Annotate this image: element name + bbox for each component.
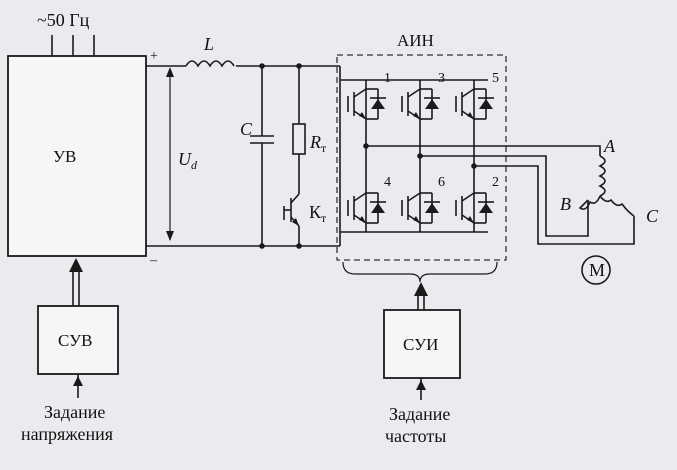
resistor-label: Rт	[309, 132, 327, 155]
voltage-setpoint-line2: напряжения	[21, 424, 113, 444]
inverter-control-label: СУИ	[403, 335, 438, 354]
rectifier-block: УВ	[7, 55, 147, 257]
capacitor-C: C	[240, 63, 274, 249]
motor: M	[581, 255, 611, 285]
capacitor-label: C	[240, 119, 253, 139]
igbt-switch: 2	[455, 175, 499, 224]
switch-number: 6	[438, 175, 445, 190]
igbt-switch: 1	[347, 71, 391, 120]
bus-plus-sign: +	[150, 49, 158, 64]
inductor-label: L	[203, 34, 214, 54]
supply-label: ~50 Гц	[37, 10, 90, 30]
bus-minus-sign: –	[149, 253, 158, 268]
motor-windings: A B C	[560, 136, 659, 226]
dc-voltage-indicator: Ud	[166, 67, 198, 241]
switch-number: 4	[384, 175, 391, 190]
inverter-label: АИН	[397, 31, 434, 50]
switch-number: 5	[492, 71, 499, 86]
phase-label-a: A	[603, 136, 616, 156]
frequency-setpoint-line2: частоты	[385, 426, 446, 446]
inverter-brace	[342, 261, 498, 283]
switch-number: 2	[492, 175, 499, 190]
motor-feed	[366, 145, 635, 245]
phase-label-c: C	[646, 206, 659, 226]
inverter-block: АИН	[336, 31, 507, 261]
igbt-switch: 4	[347, 175, 391, 224]
voltage-setpoint-line1: Задание	[44, 402, 105, 422]
switch-number: 1	[384, 71, 391, 86]
brake-chopper: Rт Кт	[283, 63, 327, 249]
inverter-switches: 1 3 5 4 6 2	[347, 71, 499, 224]
igbt-switch: 3	[401, 71, 445, 120]
dc-bus: + –	[146, 49, 340, 268]
rectifier-label: УВ	[53, 147, 76, 166]
inverter-control: СУИ Задание частоты	[383, 282, 461, 446]
rectifier-control-label: СУВ	[58, 331, 93, 350]
phase-label-b: B	[560, 194, 571, 214]
supply-input: ~50 Гц	[37, 10, 95, 56]
frequency-setpoint-line1: Задание	[389, 404, 450, 424]
inductor-L: L	[185, 34, 235, 68]
igbt-switch: 6	[401, 175, 445, 224]
rectifier-control: СУВ Задание напряжения	[21, 258, 119, 444]
dc-voltage-label: Ud	[178, 149, 198, 172]
igbt-switch: 5	[455, 71, 499, 120]
switch-number: 3	[438, 71, 445, 86]
key-label: Кт	[309, 202, 327, 225]
motor-label: M	[589, 260, 605, 280]
